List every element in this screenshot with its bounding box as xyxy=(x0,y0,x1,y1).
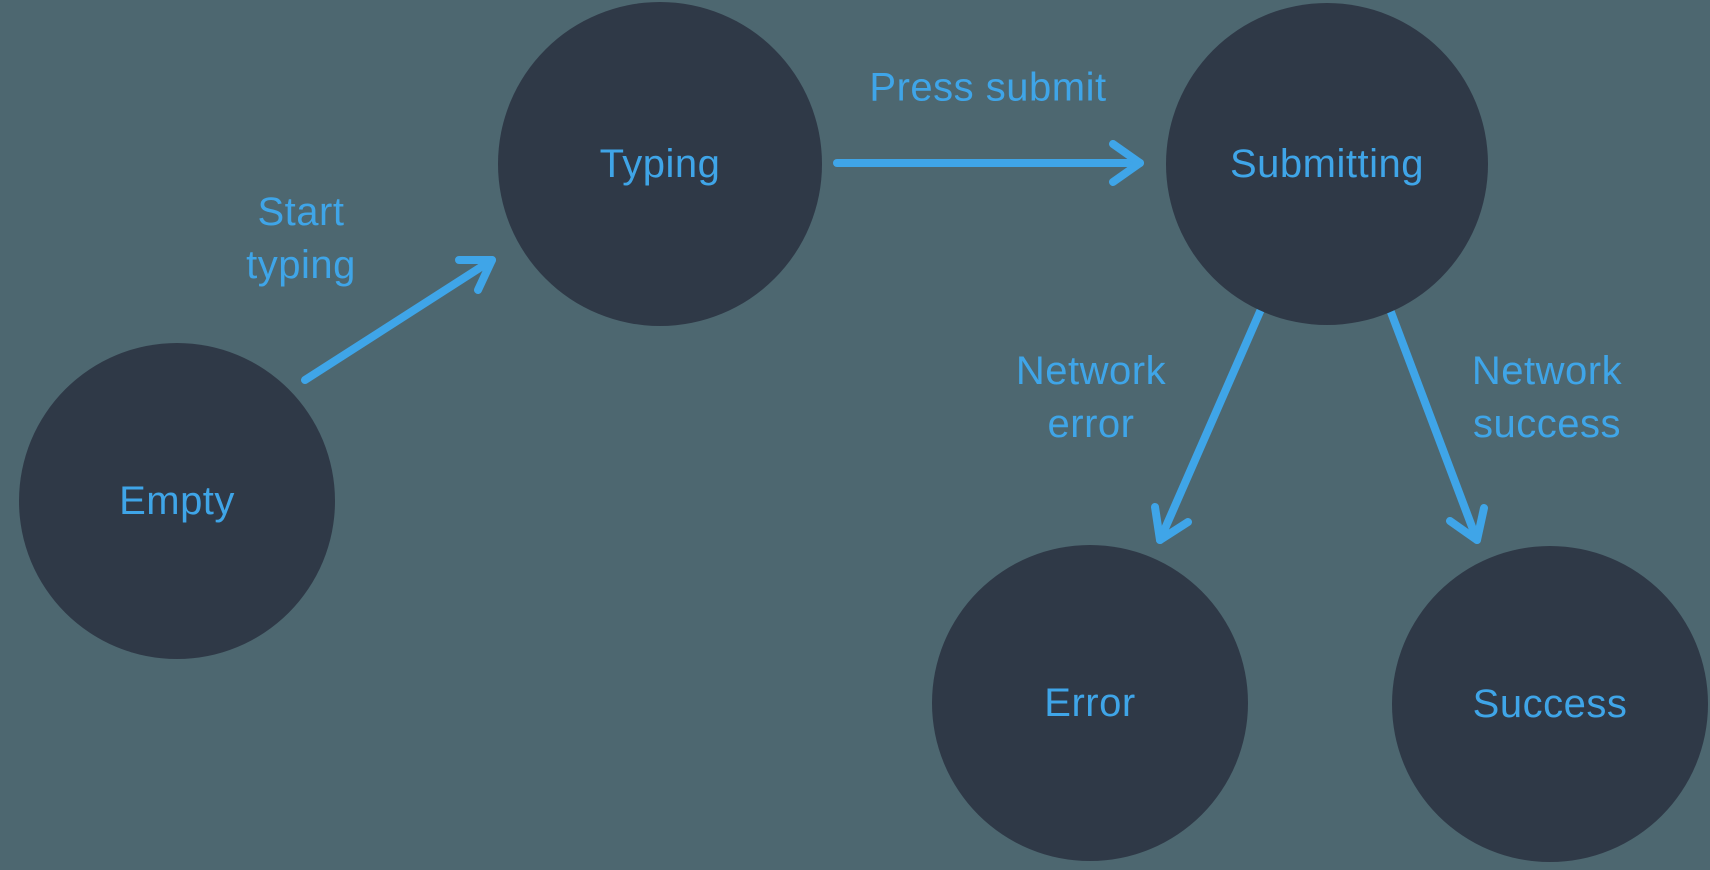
state-node-typing: Typing xyxy=(498,2,822,326)
state-node-submitting-label: Submitting xyxy=(1230,141,1424,186)
state-node-error-label: Error xyxy=(1044,680,1136,725)
arrow-network-error-icon xyxy=(1151,303,1266,544)
state-node-empty: Empty xyxy=(19,343,335,659)
edge-label-press-submit: Press submit xyxy=(869,65,1107,110)
state-node-success: Success xyxy=(1392,546,1708,862)
state-node-empty-label: Empty xyxy=(119,478,235,523)
edge-label-network-error: Network error xyxy=(1015,349,1167,446)
state-node-success-label: Success xyxy=(1472,681,1628,726)
arrow-start-typing-icon xyxy=(301,256,496,384)
edge-label-network-success: Network success xyxy=(1471,349,1623,446)
state-node-error: Error xyxy=(932,545,1248,861)
edge-label-start-typing: Start typing xyxy=(246,190,356,287)
state-node-typing-label: Typing xyxy=(599,141,721,186)
arrow-press-submit-icon xyxy=(833,140,1144,186)
arrow-network-success-icon xyxy=(1385,303,1488,544)
state-node-submitting: Submitting xyxy=(1166,3,1488,325)
